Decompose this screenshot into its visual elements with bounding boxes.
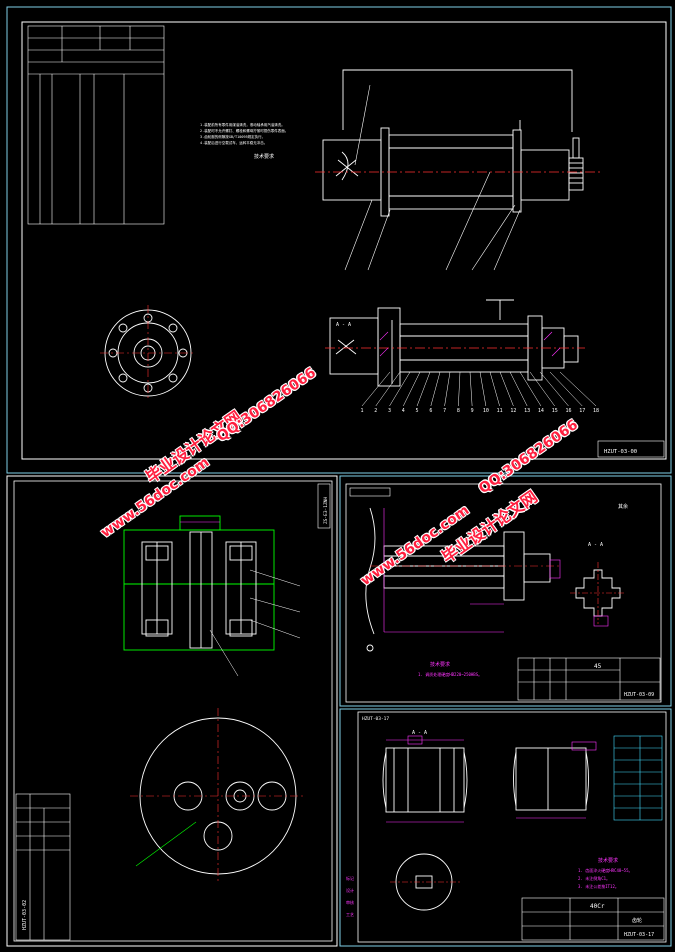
gear-section-view (382, 747, 468, 813)
shaft-dimensions (383, 508, 561, 633)
balloon-leaders (361, 371, 597, 407)
svg-text:2.装配时不允许螺钉、螺栓和螺母拧紧时损伤零件表面。: 2.装配时不允许螺钉、螺栓和螺母拧紧时损伤零件表面。 (200, 128, 288, 133)
rb-sheet-border (339, 708, 672, 947)
gear-front-view (513, 747, 589, 811)
coupling-side-view (123, 515, 275, 651)
left-sheet-frame (13, 480, 333, 942)
rt-note-line: 1. 调质处理硬度HB220~250HBS。 (418, 671, 482, 677)
rb-left-labels: 标记 设计 审核 工艺 (346, 875, 354, 917)
section-hatching (379, 331, 561, 357)
rt-note-title: 技术要求 (430, 661, 450, 668)
part-balloon-label: 3 (388, 408, 391, 414)
coupling-bolts (141, 531, 257, 649)
rt-tag-box (349, 487, 391, 497)
technical-notes-top: 1.装配前所有零件用煤油清洗，滚动轴承用汽油清洗。 2.装配时不允许螺钉、螺栓和… (200, 122, 288, 145)
part-balloon-label: 18 (593, 408, 599, 414)
drawing-number-main: HZUT-03-00 (604, 449, 637, 455)
part-balloon-leader (539, 371, 569, 407)
part-balloon-leader (469, 371, 473, 407)
plan-leader (135, 821, 197, 867)
left-sheet-border (6, 475, 338, 947)
svg-text:设计: 设计 (346, 887, 354, 893)
assembly-leaders (344, 84, 521, 271)
rt-number: 45 (594, 663, 602, 670)
part-balloon-label: 2 (374, 408, 377, 414)
part-balloon-label: 14 (538, 408, 544, 414)
bom-table (27, 25, 165, 225)
main-sheet-border (6, 6, 672, 474)
svg-text:标记: 标记 (346, 875, 354, 881)
shaft-drawing (365, 507, 551, 652)
svg-text:工艺: 工艺 (346, 912, 354, 917)
part-balloon-leader (509, 371, 528, 407)
part-balloon-label: 1 (360, 408, 363, 414)
svg-text:1.装配前所有零件用煤油清洗，滚动轴承用汽油清洗。: 1.装配前所有零件用煤油清洗，滚动轴承用汽油清洗。 (200, 122, 285, 127)
part-balloon-leader (499, 371, 514, 407)
section-label-rb: A - A (412, 730, 427, 736)
rb-note-2: 2. 未注倒角C1。 (578, 875, 610, 881)
part-balloon-label: 8 (457, 408, 460, 414)
svg-text:3.齿轮副的侧隙按GB/T10095规定执行。: 3.齿轮副的侧隙按GB/T10095规定执行。 (200, 134, 265, 139)
part-balloon-leader (519, 371, 542, 407)
spline-section (575, 569, 621, 617)
rb-tag: HZUT-03-17 (362, 716, 389, 722)
gear-dimensions (386, 735, 597, 823)
part-balloon-label: 12 (510, 408, 516, 414)
rb-material: 40Cr (590, 903, 605, 910)
part-balloon-leader (529, 371, 555, 407)
rb-notes-title: 技术要求 (598, 857, 618, 864)
corner-roughness: 其余 (618, 503, 628, 510)
part-balloon-label: 11 (497, 408, 503, 414)
part-balloon-leader (444, 371, 451, 407)
coupling-leaders (209, 569, 301, 677)
drawing-number-rb: HZUT-03-17 (624, 932, 654, 938)
title-block-left (15, 483, 331, 941)
title-block-main (597, 440, 665, 458)
part-balloon-leader (389, 371, 411, 407)
part-balloon-leader (479, 371, 487, 407)
assembly-section-view (329, 299, 579, 387)
assembly-front-view (322, 69, 584, 217)
part-balloon-leader (430, 371, 441, 407)
part-balloon-leader (375, 371, 401, 407)
svg-text:审核: 审核 (346, 899, 354, 905)
rb-note-3: 3. 未注公差按IT12。 (578, 883, 619, 889)
part-balloon-label: 9 (471, 408, 474, 414)
main-sheet-frame (21, 21, 667, 460)
title-block-rb (521, 897, 665, 941)
part-balloon-leader (416, 371, 431, 407)
spline-dim-box (593, 615, 609, 627)
part-balloon-label: 15 (552, 408, 558, 414)
part-balloon-leader (403, 371, 421, 407)
section-label-main: A - A (336, 322, 351, 328)
drawing-number-rt: HZUT-03-09 (624, 692, 654, 698)
section-label-rt: A - A (588, 542, 603, 548)
svg-text:4.装配后进行空载试车，运转平稳无冲击。: 4.装配后进行空载试车，运转平稳无冲击。 (200, 140, 267, 145)
notes-title: 技术要求 (254, 153, 274, 160)
rt-sheet-frame (345, 483, 662, 703)
part-balloon-label: 4 (402, 408, 405, 414)
part-balloon-leader (361, 371, 391, 407)
rt-sheet-border (339, 475, 672, 707)
part-balloon-label: 6 (429, 408, 432, 414)
part-balloon-leader (458, 371, 461, 407)
part-balloon-leader (559, 371, 597, 407)
part-balloon-label: 10 (483, 408, 489, 414)
gear-params-table (613, 735, 663, 821)
part-balloon-label: 7 (443, 408, 446, 414)
part-balloon-label: 13 (524, 408, 530, 414)
rb-note-1: 1. 齿面淬火硬度HRC48~55。 (578, 867, 633, 873)
rb-part-name: 齿轮 (632, 917, 642, 924)
rb-sheet-frame (357, 711, 667, 943)
title-block-rt (517, 657, 661, 701)
drawing-number-left: HZUT-03-02 (22, 900, 28, 930)
left-sheet-tag: ZS-E3-1ZNH (323, 497, 329, 524)
part-balloon-leader (489, 371, 500, 407)
part-balloon-label: 16 (565, 408, 571, 414)
part-balloon-label: 17 (579, 408, 585, 414)
part-balloon-label: 5 (416, 408, 419, 414)
part-balloon-leader (549, 371, 583, 407)
